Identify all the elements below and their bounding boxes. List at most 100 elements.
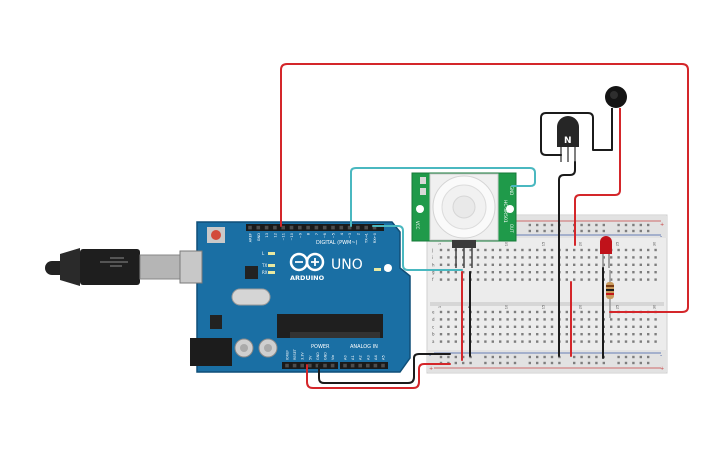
- terminal-hole[interactable]: [476, 271, 480, 274]
- terminal-hole[interactable]: [484, 248, 487, 252]
- terminal-hole[interactable]: [447, 325, 450, 328]
- terminal-hole[interactable]: [624, 271, 628, 274]
- red-led[interactable]: [600, 236, 612, 268]
- terminal-hole[interactable]: [632, 333, 635, 336]
- terminal-hole[interactable]: [595, 325, 598, 328]
- rail-hole[interactable]: [543, 229, 546, 233]
- terminal-hole[interactable]: [580, 340, 583, 343]
- terminal-hole[interactable]: [454, 318, 457, 321]
- terminal-hole[interactable]: [580, 263, 583, 266]
- terminal-hole[interactable]: [506, 248, 509, 252]
- rail-hole[interactable]: [491, 361, 494, 365]
- digital-pin-~9[interactable]: [298, 225, 302, 230]
- rail-hole[interactable]: [587, 355, 591, 359]
- rail-hole[interactable]: [499, 361, 502, 365]
- rail-hole[interactable]: [595, 361, 598, 365]
- terminal-hole[interactable]: [639, 325, 642, 328]
- terminal-hole[interactable]: [587, 271, 591, 274]
- digital-pin-2[interactable]: [356, 225, 360, 230]
- rail-hole[interactable]: [580, 361, 583, 365]
- rail-hole[interactable]: [639, 223, 642, 227]
- terminal-hole[interactable]: [491, 325, 494, 328]
- rail-hole[interactable]: [580, 229, 583, 233]
- terminal-hole[interactable]: [587, 256, 591, 259]
- terminal-hole[interactable]: [462, 263, 465, 266]
- resistor[interactable]: [606, 270, 614, 318]
- terminal-hole[interactable]: [654, 256, 657, 259]
- terminal-hole[interactable]: [484, 333, 487, 336]
- terminal-hole[interactable]: [536, 318, 539, 321]
- terminal-hole[interactable]: [550, 256, 554, 259]
- terminal-hole[interactable]: [484, 263, 487, 266]
- terminal-hole[interactable]: [632, 248, 635, 252]
- rail-hole[interactable]: [573, 361, 576, 365]
- vibration-motor[interactable]: [605, 86, 627, 150]
- terminal-hole[interactable]: [647, 271, 650, 274]
- terminal-hole[interactable]: [462, 340, 465, 343]
- rail-hole[interactable]: [536, 355, 539, 359]
- reset-button[interactable]: [211, 230, 221, 240]
- terminal-hole[interactable]: [476, 310, 480, 314]
- wire-red-pin13[interactable]: [280, 63, 689, 313]
- power-pin-5V[interactable]: [308, 363, 312, 368]
- analog-pin-A1[interactable]: [350, 363, 355, 368]
- rail-hole[interactable]: [624, 223, 628, 227]
- rail-hole[interactable]: [580, 355, 583, 359]
- terminal-hole[interactable]: [536, 310, 539, 314]
- terminal-hole[interactable]: [632, 271, 635, 274]
- terminal-hole[interactable]: [639, 248, 642, 252]
- terminal-hole[interactable]: [580, 256, 583, 259]
- wire-black-gnd[interactable]: [318, 353, 451, 384]
- terminal-hole[interactable]: [521, 263, 524, 266]
- terminal-hole[interactable]: [521, 340, 524, 343]
- rail-hole[interactable]: [617, 355, 620, 359]
- digital-pin-4[interactable]: [339, 225, 344, 230]
- terminal-hole[interactable]: [513, 271, 517, 274]
- terminal-hole[interactable]: [624, 333, 628, 336]
- terminal-hole[interactable]: [484, 278, 487, 281]
- terminal-hole[interactable]: [476, 263, 480, 266]
- rail-hole[interactable]: [454, 355, 457, 359]
- terminal-hole[interactable]: [462, 325, 465, 328]
- pir-sensor[interactable]: HC-SR501 GND OUT VCC: [411, 172, 517, 268]
- terminal-hole[interactable]: [595, 248, 598, 252]
- terminal-hole[interactable]: [617, 325, 620, 328]
- terminal-hole[interactable]: [521, 325, 524, 328]
- terminal-hole[interactable]: [647, 340, 650, 343]
- terminal-hole[interactable]: [624, 278, 628, 281]
- rail-hole[interactable]: [595, 355, 598, 359]
- rail-hole[interactable]: [469, 361, 472, 365]
- terminal-hole[interactable]: [484, 318, 487, 321]
- terminal-hole[interactable]: [550, 263, 554, 266]
- terminal-hole[interactable]: [499, 248, 502, 252]
- wires[interactable]: [280, 63, 689, 389]
- terminal-hole[interactable]: [617, 318, 620, 321]
- terminal-hole[interactable]: [565, 278, 568, 281]
- rail-hole[interactable]: [624, 361, 628, 365]
- terminal-hole[interactable]: [595, 256, 598, 259]
- terminal-hole[interactable]: [595, 271, 598, 274]
- analog-pin-A4[interactable]: [373, 363, 378, 368]
- terminal-hole[interactable]: [439, 333, 443, 336]
- terminal-hole[interactable]: [469, 248, 472, 252]
- rail-hole[interactable]: [550, 223, 554, 227]
- terminal-hole[interactable]: [632, 325, 635, 328]
- terminal-hole[interactable]: [573, 310, 576, 314]
- rail-hole[interactable]: [543, 355, 546, 359]
- terminal-hole[interactable]: [654, 248, 657, 252]
- terminal-hole[interactable]: [550, 248, 554, 252]
- digital-pin-TX→1[interactable]: [364, 225, 368, 230]
- terminal-hole[interactable]: [447, 248, 450, 252]
- terminal-hole[interactable]: [565, 333, 568, 336]
- terminal-hole[interactable]: [565, 340, 568, 343]
- wire-black-emitter[interactable]: [558, 161, 576, 357]
- terminal-hole[interactable]: [484, 310, 487, 314]
- wire-teal-pir-out[interactable]: [350, 167, 536, 227]
- terminal-hole[interactable]: [610, 318, 613, 321]
- rail-hole[interactable]: [624, 229, 628, 233]
- terminal-hole[interactable]: [639, 256, 642, 259]
- terminal-hole[interactable]: [447, 263, 450, 266]
- terminal-hole[interactable]: [506, 318, 509, 321]
- terminal-hole[interactable]: [543, 278, 546, 281]
- terminal-hole[interactable]: [624, 263, 628, 266]
